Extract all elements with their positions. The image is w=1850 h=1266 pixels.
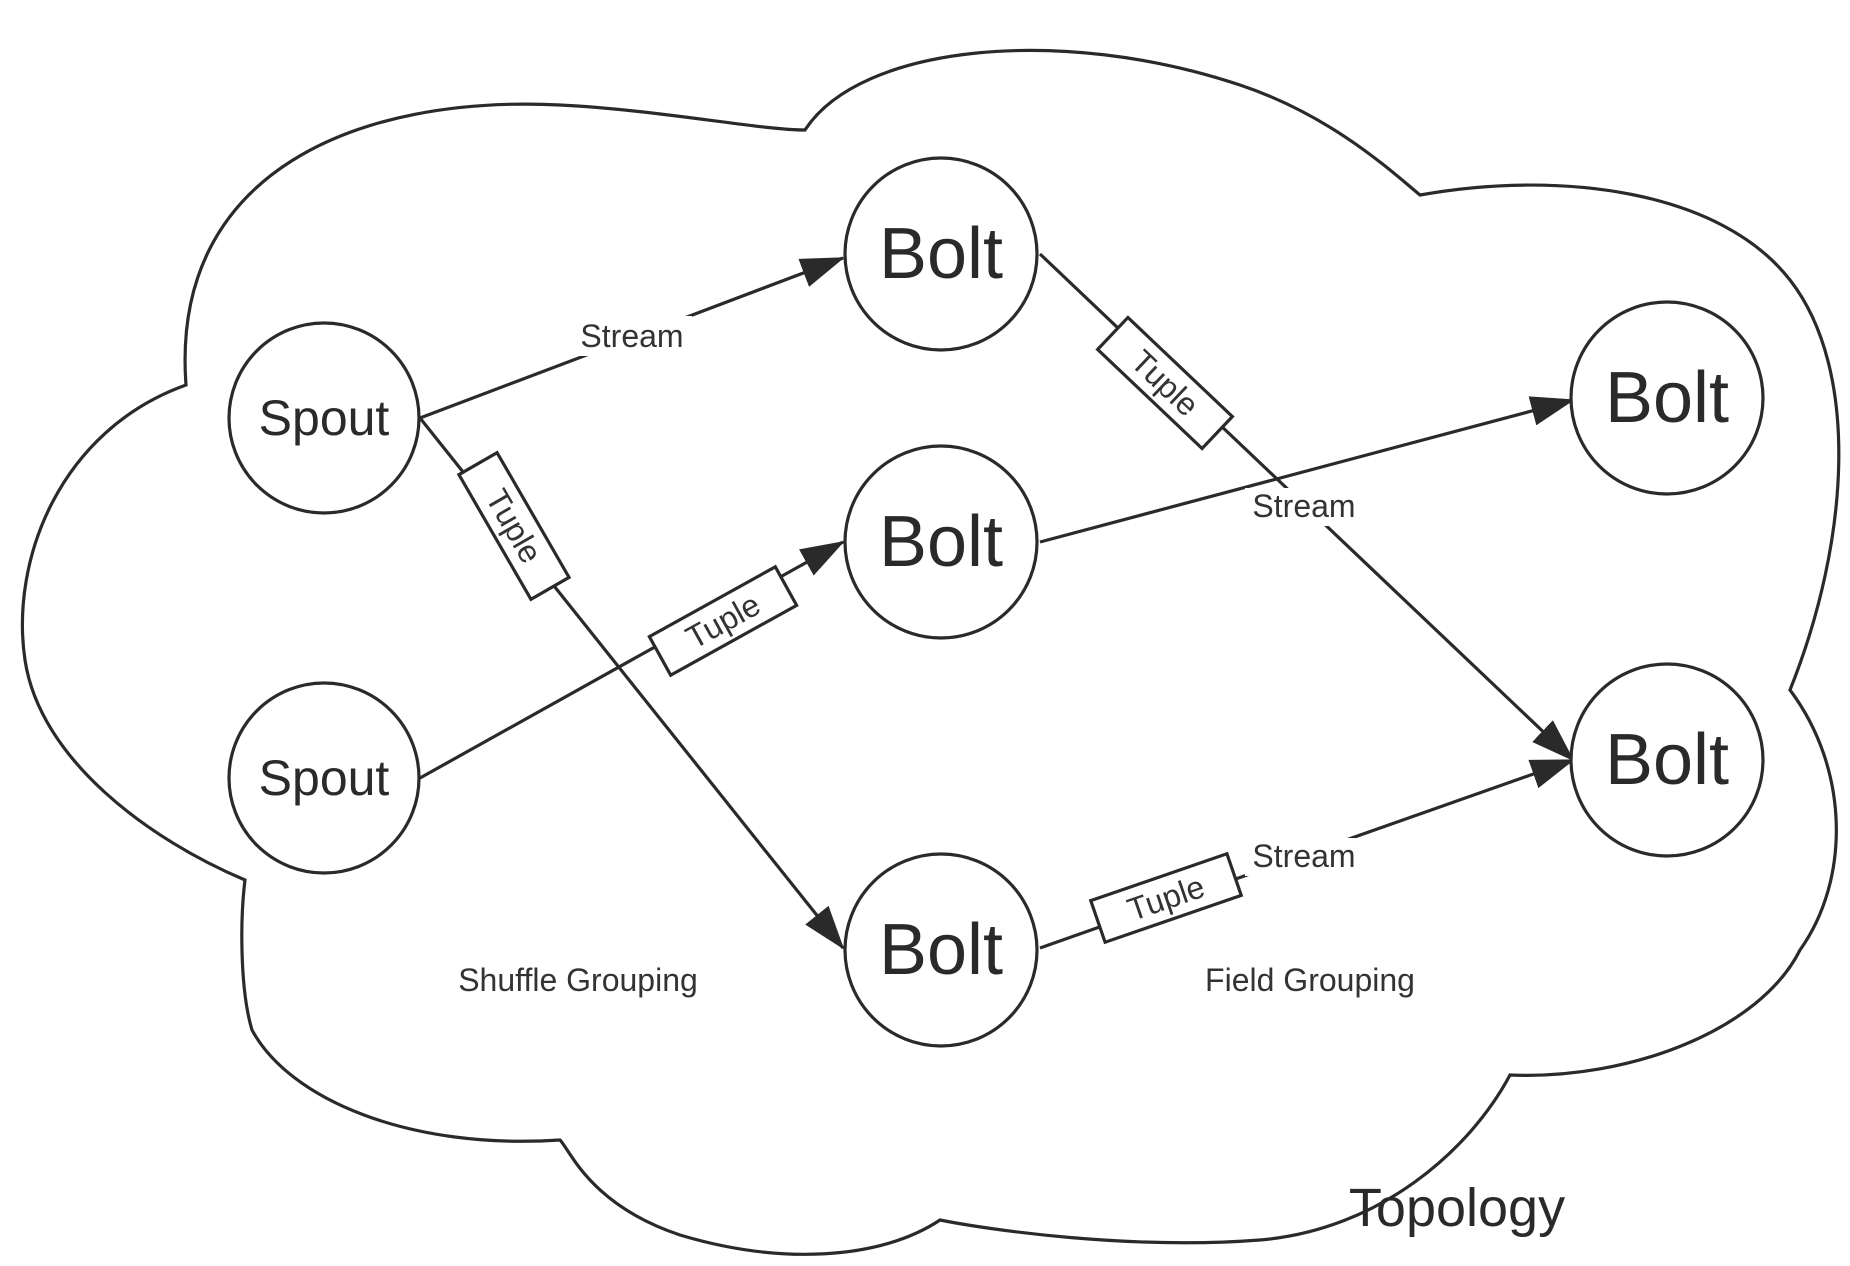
node-spout-2: Spout bbox=[227, 681, 421, 875]
topology-cloud bbox=[20, 48, 1841, 1256]
node-label: Spout bbox=[259, 750, 390, 806]
node-bolt-5: Bolt bbox=[1569, 662, 1765, 858]
node-label: Bolt bbox=[879, 502, 1003, 582]
tuple-box-4 bbox=[1088, 851, 1244, 945]
node-label: Bolt bbox=[1605, 358, 1729, 438]
tuple-box-3 bbox=[1095, 315, 1235, 451]
node-bolt-1: Bolt bbox=[843, 156, 1039, 352]
node-label: Bolt bbox=[879, 214, 1003, 294]
grouping-label-shuffle: Shuffle Grouping bbox=[458, 962, 698, 998]
tuple-box-1 bbox=[456, 450, 572, 602]
edge-label-stream-1: Stream bbox=[580, 318, 683, 354]
node-bolt-4: Bolt bbox=[1569, 300, 1765, 496]
edge-label-stream-3: Stream bbox=[1252, 838, 1355, 874]
node-label: Spout bbox=[259, 390, 390, 446]
node-label: Bolt bbox=[879, 910, 1003, 990]
node-spout-1: Spout bbox=[227, 321, 421, 515]
node-bolt-2: Bolt bbox=[843, 444, 1039, 640]
node-label: Bolt bbox=[1605, 720, 1729, 800]
edge-bolt2-bolt4 bbox=[1039, 396, 1575, 544]
node-bolt-3: Bolt bbox=[843, 852, 1039, 1048]
grouping-label-field: Field Grouping bbox=[1205, 962, 1415, 998]
tuple-box-2 bbox=[647, 564, 799, 678]
topology-label: Topology bbox=[1349, 1178, 1565, 1238]
nodes: Spout Spout Bolt Bolt Bolt Bolt Bolt bbox=[227, 156, 1765, 1048]
edge-label-stream-2: Stream bbox=[1252, 488, 1355, 524]
